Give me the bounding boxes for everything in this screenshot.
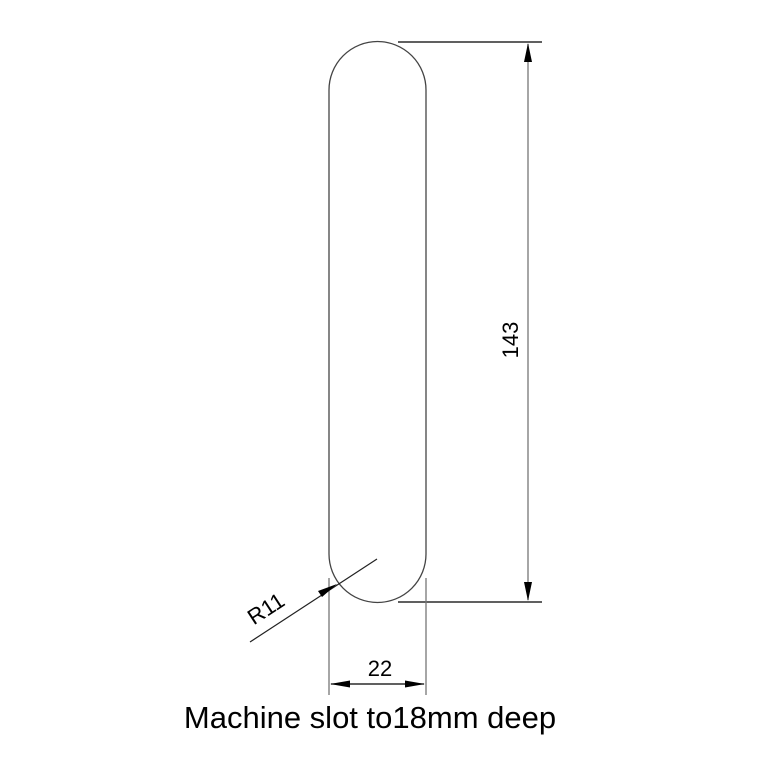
- width-label: 22: [368, 656, 392, 681]
- length-label: 143: [498, 322, 523, 359]
- radius-label: R11: [243, 588, 289, 630]
- arrow-up-icon: [524, 43, 532, 62]
- arrow-down-icon: [524, 582, 532, 601]
- arrow-left-icon: [330, 680, 350, 688]
- radius-leader-line: [249, 558, 378, 643]
- caption: Machine slot to18mm deep: [183, 700, 557, 735]
- radius-arrow-icon: [318, 584, 337, 597]
- slot-outline: [328, 40, 427, 604]
- arrow-right-icon: [405, 680, 425, 688]
